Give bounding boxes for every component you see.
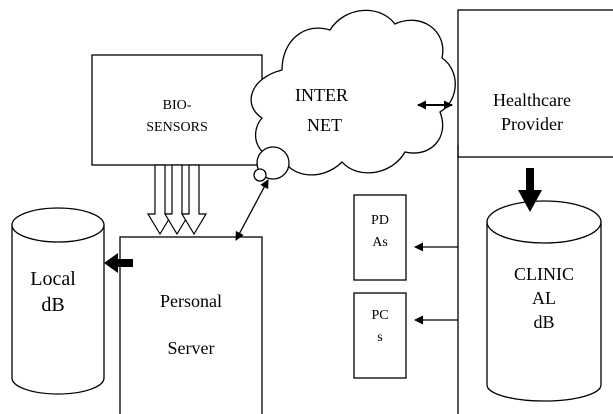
provider-to-clinical-arrow [518,168,542,212]
local-db-cylinder-top [11,207,105,243]
clinical-db-cylinder-top [486,200,602,244]
pdas-line2: As [372,235,388,250]
biosensors-box [91,54,263,166]
hollow-arrow-1 [146,164,174,236]
healthcare-line2: Provider [501,114,563,134]
clinical-db-line1: CLINIC [514,264,574,284]
pcs-label: PC s [354,305,406,349]
pdas-label: PD As [354,210,406,254]
internet-line2: NET [307,115,342,135]
server-to-local-arrow [104,253,133,273]
personal-server-line1: Personal [160,291,222,311]
clinical-db-cylinder [486,222,602,402]
healthcare-line1: Healthcare [493,90,571,110]
local-db-cylinder [11,225,105,395]
cloud-bubble-small [253,168,267,182]
clinical-db-line2: AL [532,288,556,308]
healthcare-provider-box [457,9,613,158]
biosensors-label: BIO- SENSORS [92,95,262,139]
pcs-line2: s [377,330,383,345]
hollow-arrow-2 [163,164,191,236]
pdas-box [353,194,407,281]
personal-server-box [119,236,263,414]
pcs-box [353,292,407,379]
internet-label: INTER NET [295,80,405,140]
personal-server-label: Personal Server [120,278,262,372]
biosensors-line2: SENSORS [146,120,208,135]
pcs-line1: PC [371,308,389,323]
server-internet-arrow [235,179,269,241]
biosensors-line1: BIO- [162,98,192,113]
internet-cloud [250,9,456,176]
personal-server-line2: Server [167,338,215,358]
local-db-line1: Local [30,268,76,290]
clinical-db-line3: dB [533,312,555,332]
hollow-arrow-3 [180,164,208,236]
pdas-line1: PD [371,213,389,228]
healthcare-label: Healthcare Provider [472,88,592,136]
clinical-db-label: CLINIC AL dB [487,262,601,334]
internet-line1: INTER [295,85,348,105]
local-db-label: Local dB [18,266,88,318]
local-db-line2: dB [41,294,65,316]
